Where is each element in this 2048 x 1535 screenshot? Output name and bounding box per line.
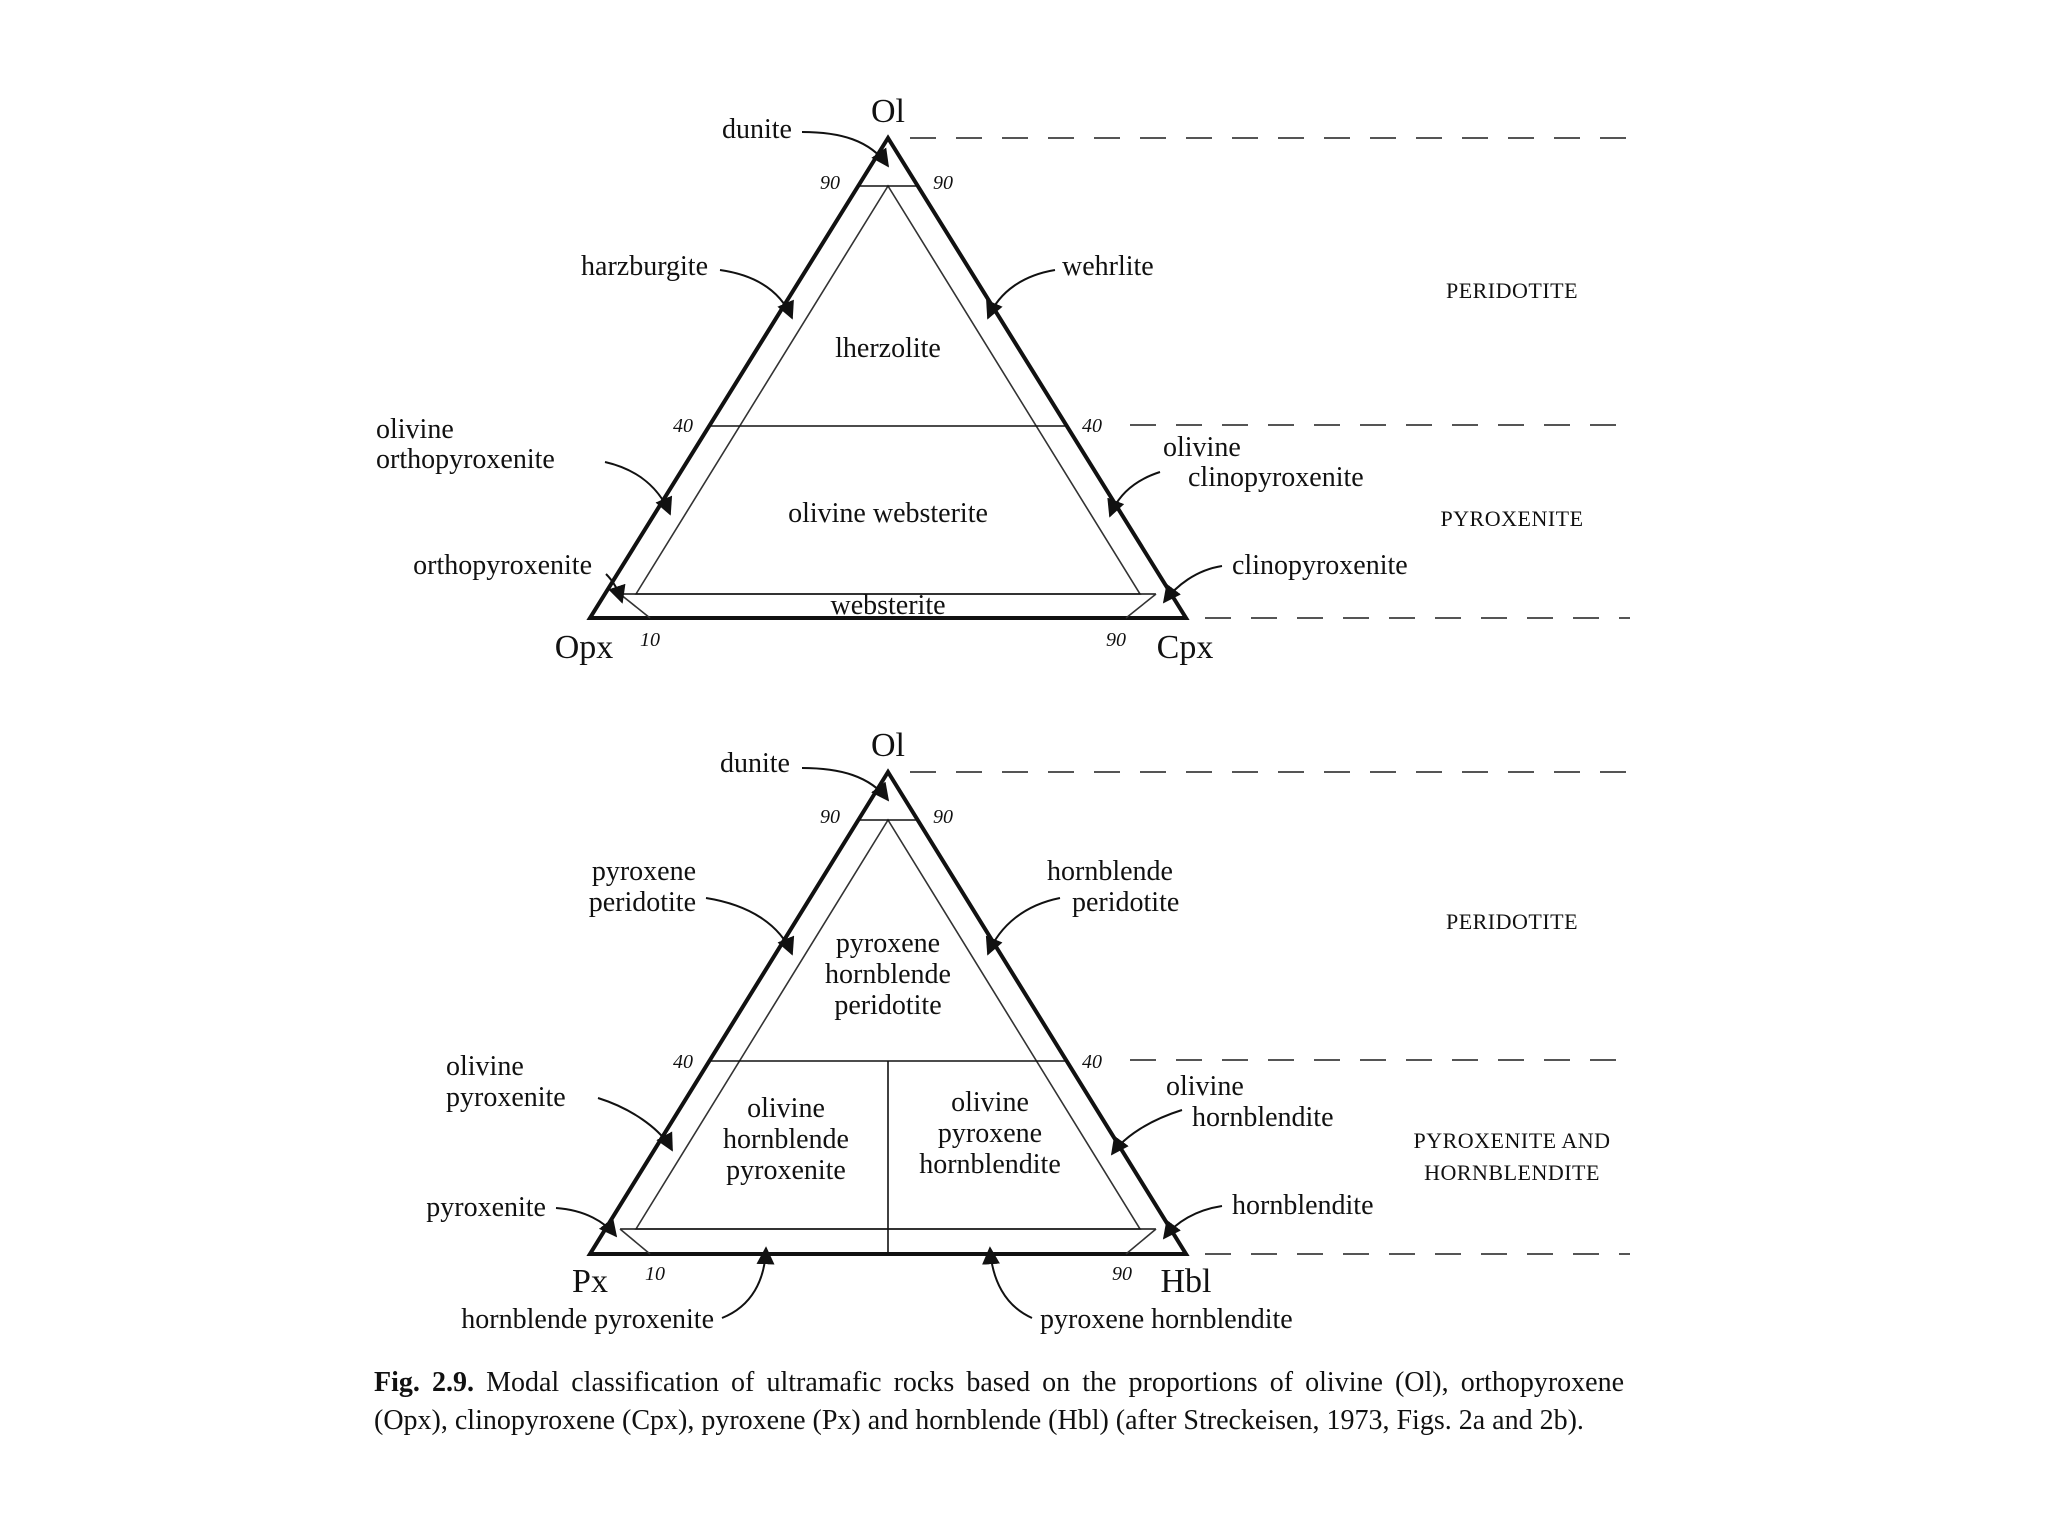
bottom-field-php-1: pyroxene	[836, 928, 940, 959]
top-arrow-clinopyroxenite	[1162, 565, 1223, 604]
bottom-field-ohp-1: olivine	[747, 1093, 825, 1124]
bottom-arrow-hornblende-pyroxenite	[721, 1246, 775, 1319]
top-arrow-olivine-orthopyroxenite	[604, 461, 673, 516]
bottom-field-php-3: peridotite	[834, 990, 941, 1021]
top-tick-bottom-10: 10	[640, 629, 660, 651]
bottom-apex-ol: Ol	[871, 727, 905, 764]
bottom-callout-hornblende-peridotite-2: peridotite	[1072, 887, 1179, 918]
bottom-field-oph-3: hornblendite	[919, 1149, 1061, 1180]
top-arrow-orthopyroxenite	[605, 573, 626, 604]
bottom-callout-pyroxene-peridotite-1: pyroxene	[592, 856, 696, 887]
bottom-callout-dunite: dunite	[720, 748, 790, 779]
bottom-tick-left-90: 90	[820, 806, 840, 828]
top-arrow-wehrlite	[986, 269, 1056, 320]
bottom-tick-bottom-90: 90	[1112, 1263, 1132, 1285]
bottom-arrow-pyroxene-peridotite	[705, 897, 795, 956]
top-arrow-harzburgite	[719, 269, 794, 320]
top-callout-wehrlite: wehrlite	[1062, 251, 1154, 282]
bottom-callout-hornblendite: hornblendite	[1232, 1190, 1374, 1221]
bottom-arrow-hornblendite	[1162, 1205, 1223, 1240]
top-category-peridotite: PERIDOTITE	[1446, 278, 1578, 303]
top-callout-olivine-clinopyroxenite-1: olivine	[1163, 432, 1241, 463]
bottom-field-oph-2: pyroxene	[938, 1118, 1042, 1149]
bottom-callout-pyroxene-peridotite-2: peridotite	[589, 887, 696, 918]
bottom-arrow-pyroxenite	[555, 1207, 618, 1238]
bottom-arrow-hornblende-peridotite	[985, 897, 1061, 956]
top-callout-olivine-orthopyroxenite-2: orthopyroxenite	[376, 444, 555, 475]
top-callout-olivine-orthopyroxenite-1: olivine	[376, 414, 454, 445]
figure-caption: Fig. 2.9. Modal classification of ultram…	[374, 1364, 1624, 1440]
caption-text: Modal classification of ultramafic rocks…	[374, 1367, 1625, 1436]
top-arrow-dunite	[801, 131, 890, 168]
top-tick-left-40: 40	[673, 415, 693, 437]
top-outer-triangle	[586, 134, 1190, 620]
top-ternary-diagram: Ol Opx Cpx 90 90 40 40 10 90 lherzolite …	[376, 93, 1630, 666]
top-tick-right-40: 40	[1082, 415, 1102, 437]
bottom-category-peridotite: PERIDOTITE	[1446, 909, 1578, 934]
bottom-arrow-pyroxene-hornblendite	[982, 1246, 1033, 1319]
bottom-callout-pyroxenite: pyroxenite	[426, 1192, 546, 1223]
top-field-olivine-websterite: olivine websterite	[788, 498, 988, 529]
top-apex-cpx: Cpx	[1157, 629, 1214, 666]
bottom-right-90-tick	[1125, 1228, 1157, 1255]
bottom-callout-olivine-pyroxenite-1: olivine	[446, 1051, 524, 1082]
bottom-field-ohp-3: pyroxenite	[726, 1155, 846, 1186]
bottom-callout-hornblende-pyroxenite: hornblende pyroxenite	[461, 1304, 714, 1335]
bottom-arrow-olivine-pyroxenite	[597, 1097, 673, 1152]
bottom-apex-px: Px	[572, 1263, 608, 1300]
bottom-tick-right-90: 90	[933, 806, 953, 828]
top-tick-right-90: 90	[933, 172, 953, 194]
bottom-callout-olivine-hornblendite-1: olivine	[1166, 1071, 1244, 1102]
top-right-90-tick	[1125, 593, 1157, 619]
top-callout-clinopyroxenite: clinopyroxenite	[1232, 550, 1408, 581]
bottom-callout-hornblende-peridotite-1: hornblende	[1047, 856, 1173, 887]
top-callout-harzburgite: harzburgite	[581, 251, 708, 282]
bottom-tick-right-40: 40	[1082, 1051, 1102, 1073]
bottom-callout-olivine-hornblendite-2: hornblendite	[1192, 1102, 1334, 1133]
top-arrow-olivine-clinopyroxenite	[1107, 471, 1161, 518]
top-callout-olivine-clinopyroxenite-2: clinopyroxenite	[1188, 462, 1364, 493]
top-category-pyroxenite: PYROXENITE	[1440, 506, 1583, 531]
top-tick-bottom-90: 90	[1106, 629, 1126, 651]
top-left-10-tick	[619, 593, 651, 619]
bottom-category-pyroxenite-and-1: PYROXENITE AND	[1413, 1128, 1610, 1153]
bottom-tick-left-40: 40	[673, 1051, 693, 1073]
top-apex-ol: Ol	[871, 93, 905, 130]
bottom-arrow-olivine-hornblendite	[1110, 1109, 1183, 1156]
bottom-field-php-2: hornblende	[825, 959, 951, 990]
top-apex-opx: Opx	[555, 629, 614, 666]
bottom-category-pyroxenite-and-2: HORNBLENDITE	[1424, 1160, 1600, 1185]
bottom-left-10-tick	[619, 1228, 651, 1255]
top-tick-left-90: 90	[820, 172, 840, 194]
caption-label: Fig. 2.9.	[374, 1367, 474, 1398]
bottom-field-oph-1: olivine	[951, 1087, 1029, 1118]
top-callout-dunite: dunite	[722, 114, 792, 145]
bottom-field-ohp-2: hornblende	[723, 1124, 849, 1155]
bottom-apex-hbl: Hbl	[1161, 1263, 1212, 1300]
top-field-websterite: websterite	[830, 590, 945, 621]
bottom-tick-bottom-10: 10	[645, 1263, 665, 1285]
top-inner-triangle	[634, 184, 1142, 595]
top-callout-orthopyroxenite: orthopyroxenite	[413, 550, 592, 581]
bottom-arrow-dunite	[801, 767, 890, 802]
top-field-lherzolite: lherzolite	[835, 333, 941, 364]
bottom-callout-pyroxene-hornblendite: pyroxene hornblendite	[1040, 1304, 1293, 1335]
bottom-ternary-diagram: Ol Px Hbl 90 90 40 40 10 90 pyroxene hor…	[426, 727, 1630, 1335]
bottom-callout-olivine-pyroxenite-2: pyroxenite	[446, 1082, 566, 1113]
